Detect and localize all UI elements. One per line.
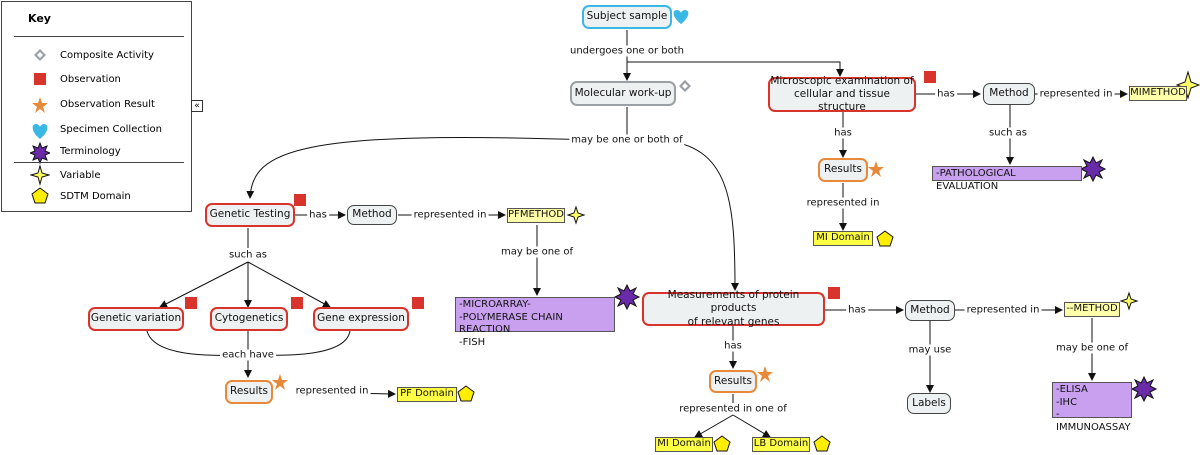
link-label-may-be-one-of: may be one of xyxy=(1053,342,1131,354)
mi-domain-bottom[interactable]: MI Domain xyxy=(655,437,713,452)
results-node-pf[interactable]: Results xyxy=(225,380,273,404)
molecular-workup-node[interactable]: Molecular work-up xyxy=(570,81,676,106)
key-item-observation-result: Observation Result xyxy=(60,99,155,110)
labels-node[interactable]: Labels xyxy=(907,393,951,414)
link-label-represented-in: represented in xyxy=(1037,88,1115,100)
orange-star-icon xyxy=(757,366,773,382)
link-label-has: has xyxy=(935,88,957,100)
yellow-sparkle-icon xyxy=(30,164,50,186)
method-variable[interactable]: --METHOD xyxy=(1064,302,1120,317)
method-node-pf[interactable]: Method xyxy=(347,205,397,225)
key-item-observation: Observation xyxy=(60,74,121,85)
red-square-icon xyxy=(412,297,424,309)
link-label-each-have: each have xyxy=(220,349,276,361)
purple-burst-icon xyxy=(1079,155,1107,183)
orange-star-icon xyxy=(868,161,884,177)
lb-domain[interactable]: LB Domain xyxy=(752,437,810,452)
orange-star-icon xyxy=(272,374,288,390)
link-label-may-use: may use xyxy=(906,344,954,356)
key-item-composite-activity: Composite Activity xyxy=(60,50,154,61)
key-item-variable: Variable xyxy=(60,170,101,181)
mimethod-variable[interactable]: MIMETHOD xyxy=(1129,86,1187,101)
red-square-icon xyxy=(291,297,303,309)
link-label-represented-in: represented in xyxy=(411,209,489,221)
orange-star-icon xyxy=(32,97,48,113)
genetic-testing-node[interactable]: Genetic Testing xyxy=(205,203,295,227)
protein-method-terms[interactable]: -ELISA -IHC -IMMUNOASSAY xyxy=(1052,382,1132,433)
mi-domain-top[interactable]: MI Domain xyxy=(813,231,873,246)
link-label-represented-in: represented in xyxy=(804,197,882,209)
pfmethod-variable[interactable]: PFMETHOD xyxy=(507,208,565,223)
pf-domain[interactable]: PF Domain xyxy=(397,387,457,402)
yellow-sparkle-icon xyxy=(1175,70,1200,100)
purple-burst-icon xyxy=(613,283,641,311)
yellow-sparkle-icon xyxy=(1119,291,1139,311)
link-label-may-be-one-or-both: may be one or both of xyxy=(569,134,685,146)
link-label-undergoes: undergoes one or both xyxy=(567,45,687,57)
link-label-such-as: such as xyxy=(987,127,1029,139)
cytogenetics-node[interactable]: Cytogenetics xyxy=(210,307,288,331)
key-item-terminology: Terminology xyxy=(60,146,121,157)
key-divider xyxy=(14,36,184,37)
red-square-icon xyxy=(185,297,197,309)
results-node-protein[interactable]: Results xyxy=(709,370,757,393)
key-item-sdtm-domain: SDTM Domain xyxy=(60,191,131,202)
link-label-may-be-one-of: may be one of xyxy=(498,246,576,258)
link-label-represented-in-one-of: represented in one of xyxy=(677,403,789,415)
key-divider xyxy=(14,162,184,163)
diamond-icon xyxy=(34,49,46,61)
red-square-icon xyxy=(34,73,46,85)
genetic-variation-node[interactable]: Genetic variation xyxy=(88,307,184,331)
red-square-icon xyxy=(828,287,840,299)
blue-heart-icon xyxy=(32,124,48,139)
yellow-pentagon-icon xyxy=(713,435,731,452)
link-label-such-as: such as xyxy=(227,249,269,261)
yellow-pentagon-icon xyxy=(457,385,475,402)
link-label-has: has xyxy=(722,340,744,352)
yellow-pentagon-icon xyxy=(31,187,49,204)
link-label-has: has xyxy=(307,209,329,221)
yellow-pentagon-icon xyxy=(813,435,831,452)
blue-heart-icon xyxy=(673,10,689,24)
link-label-represented-in: represented in xyxy=(293,385,371,397)
method-node-protein[interactable]: Method xyxy=(905,300,955,321)
microscopic-examination-node[interactable]: Microscopic examination of cellular and … xyxy=(768,75,916,113)
key-item-specimen-collection: Specimen Collection xyxy=(60,124,162,135)
gene-expression-node[interactable]: Gene expression xyxy=(313,307,409,331)
key-icons xyxy=(30,49,50,204)
method-node-mi[interactable]: Method xyxy=(983,83,1035,105)
red-square-icon xyxy=(924,71,936,83)
key-title: Key xyxy=(28,12,51,25)
subject-sample-node[interactable]: Subject sample xyxy=(582,5,672,29)
yellow-sparkle-icon xyxy=(566,205,586,225)
red-square-icon xyxy=(294,194,306,206)
results-node-mi[interactable]: Results xyxy=(818,158,868,182)
link-label-has: has xyxy=(832,127,854,139)
purple-burst-icon xyxy=(1130,375,1158,403)
yellow-pentagon-icon xyxy=(876,230,894,247)
diamond-icon xyxy=(679,80,691,92)
key-panel: Key Composite Activity Observation Obser… xyxy=(1,1,192,212)
link-label-has: has xyxy=(846,304,868,316)
purple-burst-icon xyxy=(30,141,50,165)
collapse-key-button[interactable]: « xyxy=(191,100,203,112)
link-label-represented-in: represented in xyxy=(964,304,1042,316)
pf-method-terms[interactable]: -MICROARRAY- -POLYMERASE CHAIN REACTION … xyxy=(455,297,615,348)
protein-measurements-node[interactable]: Measurements of protein products of rele… xyxy=(642,289,825,328)
pathological-evaluation-term[interactable]: -PATHOLOGICAL EVALUATION xyxy=(932,166,1082,192)
